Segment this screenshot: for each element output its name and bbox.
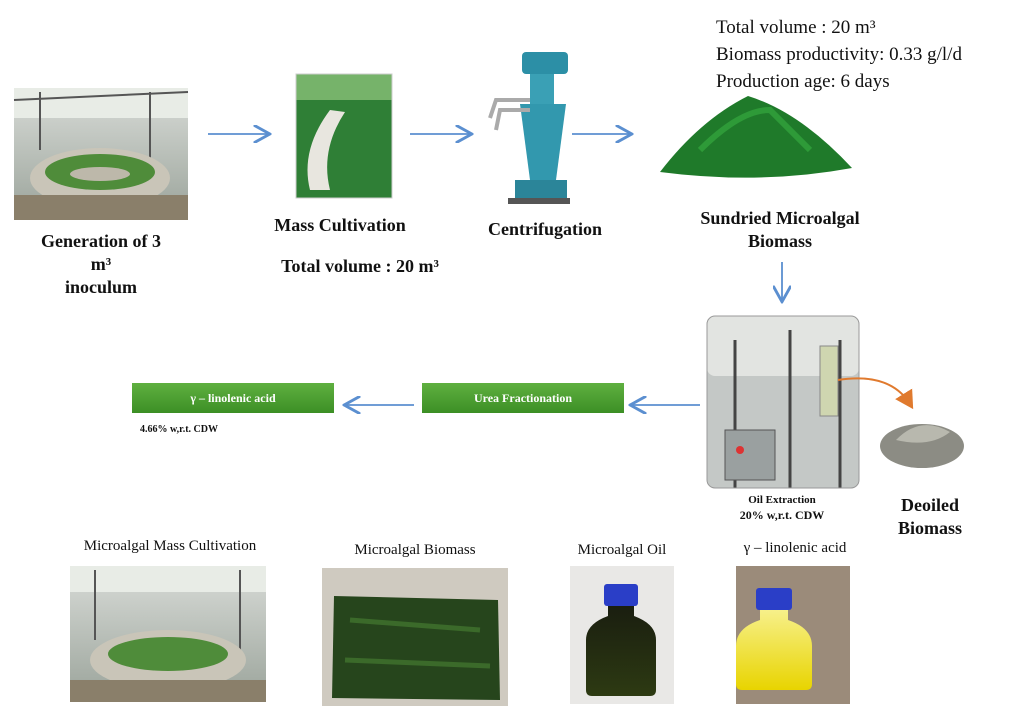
- oil-extraction-photo: [706, 315, 860, 489]
- stats-total-volume: Total volume : 20 m³: [716, 17, 876, 38]
- caption-gla: γ – linolenic acid: [743, 540, 847, 556]
- label-sundried-biomass: Sundried Microalgal Biomass: [700, 208, 860, 251]
- label-oil-extraction: Oil Extraction: [748, 494, 816, 506]
- flow-arrows: [208, 134, 782, 405]
- algae-powder-image: [660, 96, 852, 178]
- caption-oil: Microalgal Oil: [577, 542, 667, 558]
- gallery-photo-gla: [736, 566, 850, 704]
- stats-productivity: Biomass productivity: 0.33 g/l/d: [716, 44, 962, 65]
- inoculum-photo: [13, 88, 189, 220]
- caption-biomass: Microalgal Biomass: [354, 542, 476, 558]
- label-inoculum: Generation of 3 m³ inoculum: [41, 231, 161, 297]
- urea-fractionation-box: Urea Fractionation: [422, 383, 624, 413]
- label-mass-volume: Total volume : 20 m³: [281, 256, 439, 276]
- gla-box: γ – linolenic acid: [132, 383, 334, 413]
- deoiled-biomass-image: [880, 424, 964, 468]
- gallery-photo-cultivation: [70, 566, 266, 702]
- stats-production-age: Production age: 6 days: [716, 71, 890, 92]
- label-deoiled-biomass: Deoiled Biomass: [897, 495, 962, 538]
- gallery-photo-biomass: [322, 568, 508, 706]
- label-oil-yield: 20% w,r.t. CDW: [739, 508, 825, 522]
- centrifuge-image: [488, 52, 570, 204]
- stats-block: Total volume : 20 m³ Biomass productivit…: [716, 14, 962, 95]
- label-gla-yield: 4.66% w,r.t. CDW: [140, 424, 218, 435]
- label-mass-cultivation: Mass Cultivation: [274, 215, 406, 235]
- caption-cultivation: Microalgal Mass Cultivation: [83, 538, 257, 554]
- label-centrifugation: Centrifugation: [488, 219, 602, 239]
- mass-cultivation-photo: [295, 73, 393, 199]
- deoiled-arrow: [837, 377, 914, 410]
- gallery-photo-oil: [570, 566, 674, 704]
